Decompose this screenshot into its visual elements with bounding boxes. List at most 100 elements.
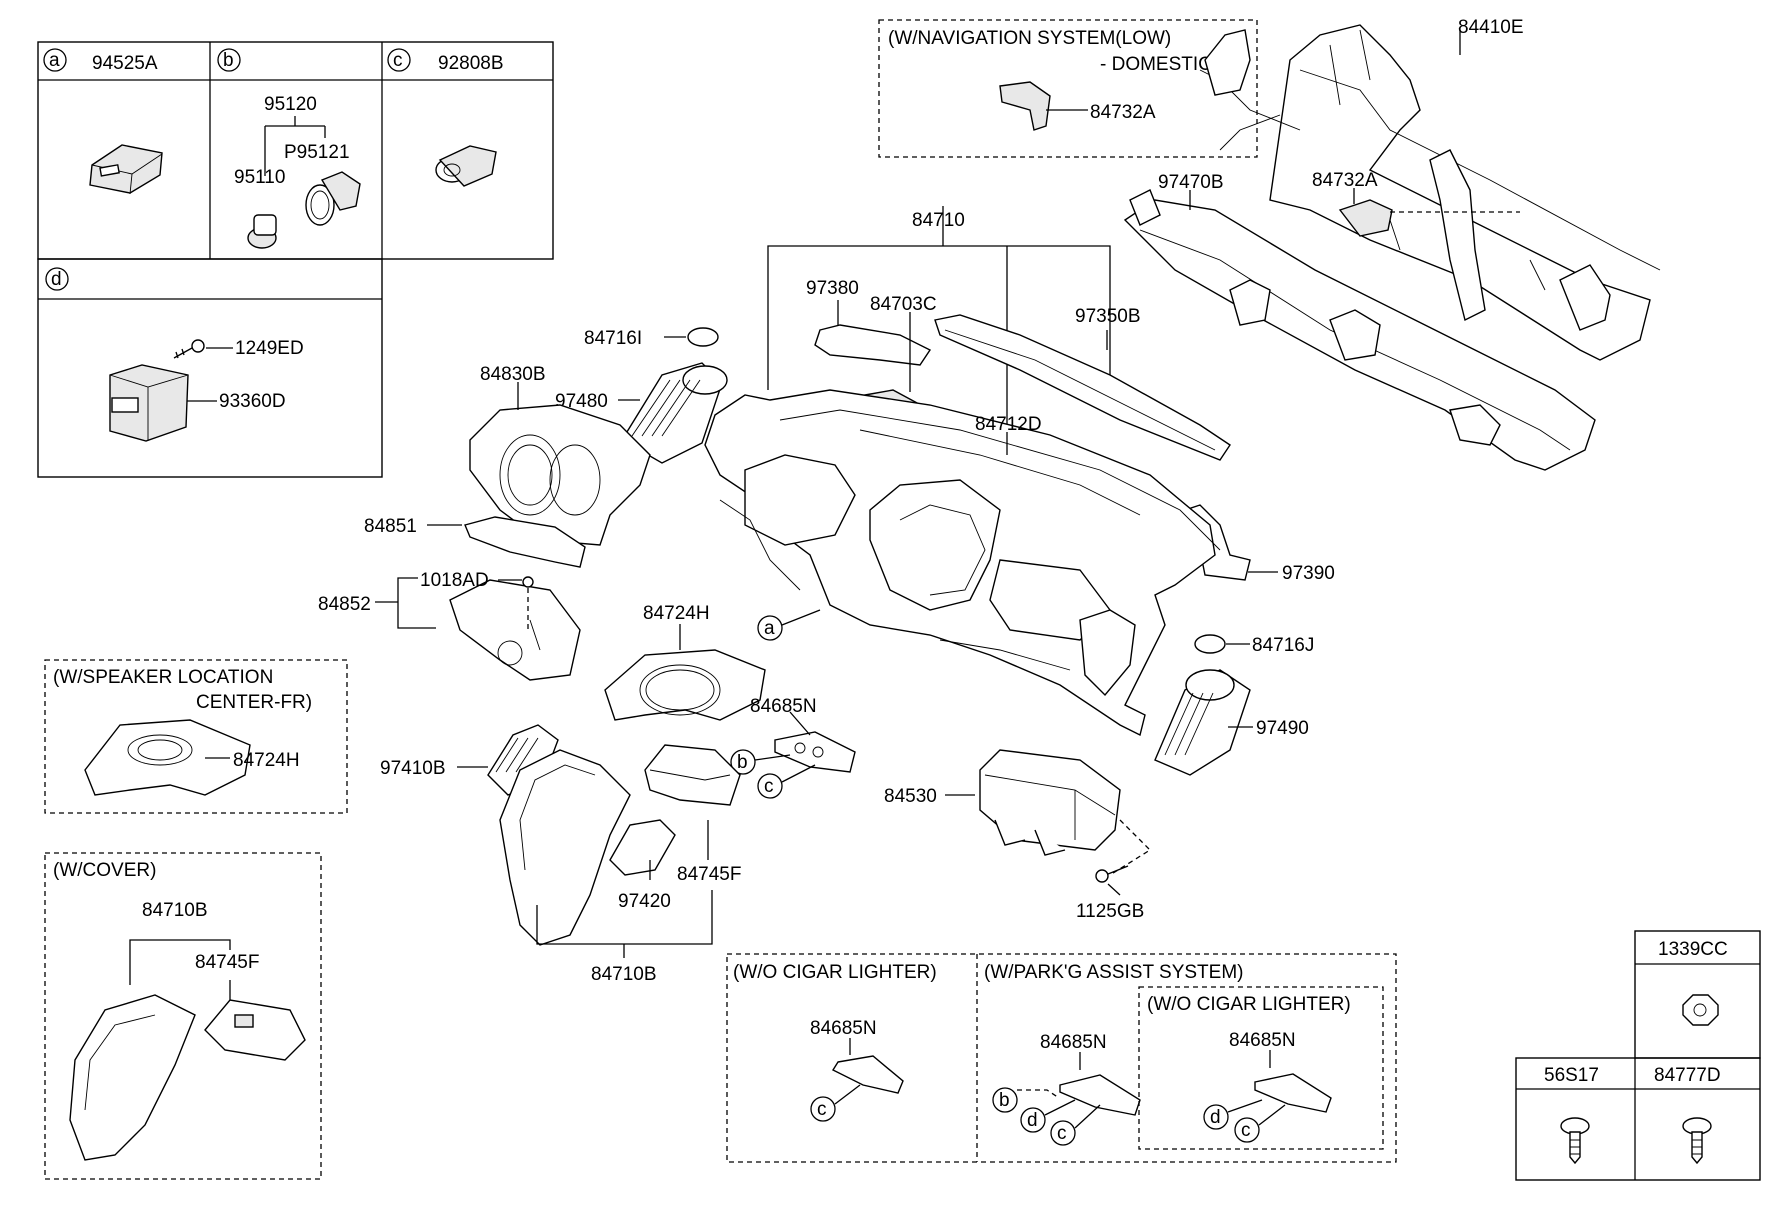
part-number: 84685N: [1229, 1030, 1296, 1051]
callout-letter: d: [1210, 1107, 1221, 1128]
part-number: 84703C: [870, 294, 937, 315]
module-84745F-drawing: [644, 744, 741, 806]
part-number: 84716I: [584, 328, 642, 349]
callout-b: [992, 1087, 1018, 1113]
part-number: 1339CC: [1658, 939, 1728, 960]
callout-c: [757, 773, 783, 799]
part-number: 84724H: [233, 750, 300, 771]
callout-letter: d: [51, 269, 62, 290]
part-number: 95110: [234, 167, 285, 188]
callout-letter: d: [1027, 1110, 1038, 1131]
part-number: 1125GB: [1076, 901, 1144, 922]
variant-title: (W/O CIGAR LIGHTER): [733, 962, 937, 983]
vent-97480-drawing: [621, 362, 728, 464]
variant-title: (W/SPEAKER LOCATION: [53, 667, 273, 688]
shroud-84851-drawing: [464, 516, 586, 568]
part-number: 84712D: [975, 414, 1042, 435]
callout-a: [757, 615, 783, 641]
screw-1018AD-drawing: [522, 576, 534, 588]
part-number: 84685N: [750, 696, 817, 717]
lighter-part-drawing: [247, 171, 361, 249]
speaker-trim-drawing: [84, 719, 251, 796]
trim-ring-84724H-drawing: [604, 649, 766, 721]
part-number: 94525A: [92, 53, 158, 74]
cover-variant-box: (W/COVER) 84710B 84745F: [44, 852, 322, 1180]
part-number: 84732A: [1090, 102, 1156, 123]
inset-c: c 92808B: [387, 48, 504, 187]
variant-title: CENTER-FR): [196, 692, 312, 713]
parking-variant: (W/PARK'G ASSIST SYSTEM) 84685N b d c: [984, 962, 1243, 1146]
part-number: 84732A: [1312, 170, 1378, 191]
bracket-84732A-drawing: [1338, 199, 1393, 237]
callout-c: [1050, 1120, 1076, 1146]
part-number: 97490: [1256, 718, 1309, 739]
part-number: 84685N: [810, 1018, 877, 1039]
main-assembly: 84410E 84732A 97470B 84710 97380 84703C: [318, 17, 1661, 985]
inset-d: d 1249ED 93360D: [45, 267, 304, 442]
variant-title: (W/PARK'G ASSIST SYSTEM): [984, 962, 1243, 983]
inset-a: a 94525A: [43, 48, 163, 195]
callout-b: [730, 749, 756, 775]
variant-title: (W/COVER): [53, 860, 156, 881]
part-number: 84716J: [1252, 635, 1314, 656]
part-number: 95120: [264, 94, 317, 115]
switch-84685N-drawing: [774, 731, 856, 773]
module-84530-drawing: [979, 749, 1121, 856]
part-number: 84851: [364, 516, 417, 537]
screw-56S17-drawing: [1560, 1117, 1590, 1165]
crossmember-drawing: [1199, 24, 1661, 361]
switch-variants-group: (W/O CIGAR LIGHTER) 84685N c (W/PARK'G A…: [726, 953, 1397, 1163]
switch-part-drawing: [89, 144, 163, 195]
part-number: 84745F: [677, 864, 741, 885]
part-number: 84724H: [643, 603, 710, 624]
parking-no-cigar-variant: (W/O CIGAR LIGHTER) 84685N d c: [1138, 986, 1384, 1150]
part-number: 97350B: [1075, 306, 1141, 327]
washer-84716J-drawing: [1194, 634, 1226, 654]
vent-97490-drawing: [1154, 669, 1251, 776]
callout-letter: c: [1057, 1123, 1067, 1144]
part-number: 84685N: [1040, 1032, 1107, 1053]
callout-letter: c: [393, 50, 403, 71]
callout-letter: b: [999, 1090, 1010, 1111]
washer-84716I-drawing: [687, 327, 719, 347]
cover-panel-drawing: [69, 994, 196, 1161]
part-number: 92808B: [438, 53, 504, 74]
part-number: 97390: [1282, 563, 1335, 584]
cluster-hood-drawing: [469, 404, 651, 546]
callout-d: [1020, 1107, 1046, 1133]
inset-b: b 95120 P95121 95110: [217, 48, 361, 249]
part-number: 93360D: [219, 391, 286, 412]
part-number: 84710B: [142, 900, 208, 921]
part-number: 84852: [318, 594, 371, 615]
screw-84777D-drawing: [1682, 1117, 1712, 1165]
vent-97420-drawing: [609, 819, 676, 876]
switch-drawing: [831, 1055, 904, 1094]
callout-letter: c: [764, 776, 774, 797]
part-number: 84710: [912, 210, 965, 231]
speaker-variant-box: (W/SPEAKER LOCATION CENTER-FR) 84724H: [44, 659, 348, 814]
callout-c: [810, 1096, 836, 1122]
part-number: P95121: [284, 142, 350, 163]
part-number: 97480: [555, 391, 608, 412]
switch-module-drawing: [109, 364, 189, 442]
part-number: 97410B: [380, 758, 446, 779]
callout-letter: b: [223, 50, 234, 71]
part-number: 84745F: [195, 952, 259, 973]
callout-d: [1203, 1104, 1229, 1130]
hardware-table: 1339CC 56S17 84777D: [1515, 930, 1761, 1181]
callout-letter: a: [764, 618, 775, 639]
part-number: 1018AD: [420, 570, 489, 591]
part-number: 84710B: [591, 964, 657, 985]
socket-part-drawing: [435, 145, 497, 187]
defroster-duct-drawing: [1123, 189, 1596, 471]
center-panel-drawing: [499, 749, 631, 946]
callout-letter: c: [817, 1099, 827, 1120]
inset-table: a 94525A b 95120 P95121 95110: [37, 41, 554, 478]
switch-drawing: [1254, 1073, 1332, 1113]
variant-title: (W/O CIGAR LIGHTER): [1147, 994, 1351, 1015]
variant-title: (W/NAVIGATION SYSTEM(LOW): [888, 28, 1171, 49]
duct-97380-drawing: [814, 324, 932, 366]
crash-pad-drawing: [704, 389, 1221, 737]
part-number: 84530: [884, 786, 937, 807]
